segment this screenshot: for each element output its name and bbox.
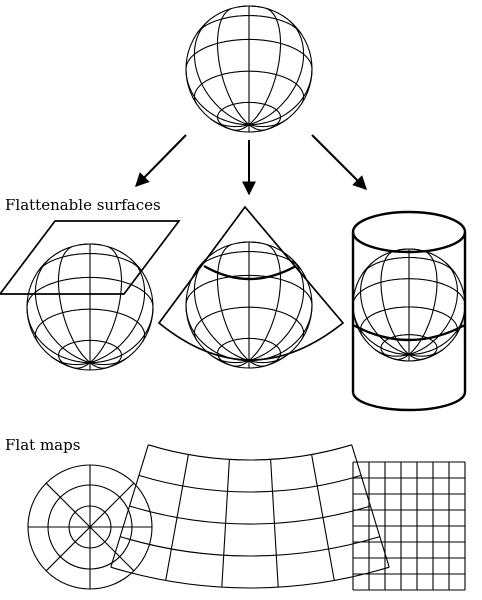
globe-meridian [185,68,250,126]
globe-cylinder [352,248,466,362]
globe-meridian [89,306,154,364]
globe-meridian [248,20,305,126]
globe-meridian [89,258,146,364]
cylinder-top-rim [351,210,467,254]
flat-maps-label: Flat maps [5,436,81,454]
globe-meridian [216,243,250,362]
conic-arc [138,474,362,493]
globe-meridian [34,258,91,364]
globe-meridian [210,354,250,364]
tangent-plane [0,220,181,295]
globe-meridian [248,124,265,131]
globe-meridian [352,304,409,355]
globe-meridian [216,7,250,126]
globe-meridian [89,362,106,369]
globe-parallel [185,38,313,69]
flat-map-conic [110,444,390,589]
globe-parallel [398,248,420,251]
globe-meridian [57,245,91,364]
globe-parallel [216,337,282,368]
globe-meridian [374,348,410,357]
conic-radial [165,454,189,581]
globe-meridian [193,256,250,362]
globe-meridian [89,356,129,366]
globe-meridian [74,362,91,369]
globe-top [185,5,313,133]
conic-arc [148,444,352,461]
globe-meridian [248,68,313,126]
globe-meridian [193,20,250,126]
globe-parallel [26,276,154,307]
conic-arc [110,566,390,589]
globe-parallel [57,339,123,370]
arrow-right [311,134,367,190]
conic-radial [351,444,390,568]
globe-meridian [408,348,444,357]
globe-meridian [248,118,288,128]
globe-meridian [248,304,313,362]
globe-meridian [233,360,250,367]
flattenable-surfaces-label: Flattenable surfaces [5,196,161,214]
cone-tangent-line [203,264,297,281]
globe-meridian [248,354,288,364]
conic-radial [270,459,279,588]
globe-parallel [237,241,261,244]
conic-radial [311,454,335,581]
globe-meridian [248,360,265,367]
globe-meridian [394,353,410,360]
globe-meridian [51,356,91,366]
conic-arc [120,536,380,557]
conic-radial [110,444,149,568]
globe-planar [26,243,154,371]
globe-parallel [216,101,282,132]
globe-meridian [248,243,282,362]
conic-radial [221,459,230,588]
globe-meridian [409,304,466,355]
globe-meridian [185,304,250,362]
flat-map-grid [352,461,466,591]
cylinder-tangent-line [352,323,466,342]
globe-meridian [248,256,305,362]
conic-arc [129,505,371,525]
globe-meridian [248,7,282,126]
globe-conic [185,241,313,369]
cylinder-bottom-rim [351,391,467,412]
globe-meridian [26,306,91,364]
globe-parallel [78,243,102,246]
globe-meridian [408,353,424,360]
globe-parallel [352,278,466,305]
globe-meridian [408,261,459,355]
globe-parallel [380,334,438,361]
globe-meridian [359,261,410,355]
globe-meridian [89,245,123,364]
cone-surface [157,205,345,361]
globe-meridian [210,118,250,128]
flat-map-azimuthal [27,464,153,590]
globe-parallel [237,5,261,8]
arrow-left [135,134,187,187]
globe-meridian [233,124,250,131]
